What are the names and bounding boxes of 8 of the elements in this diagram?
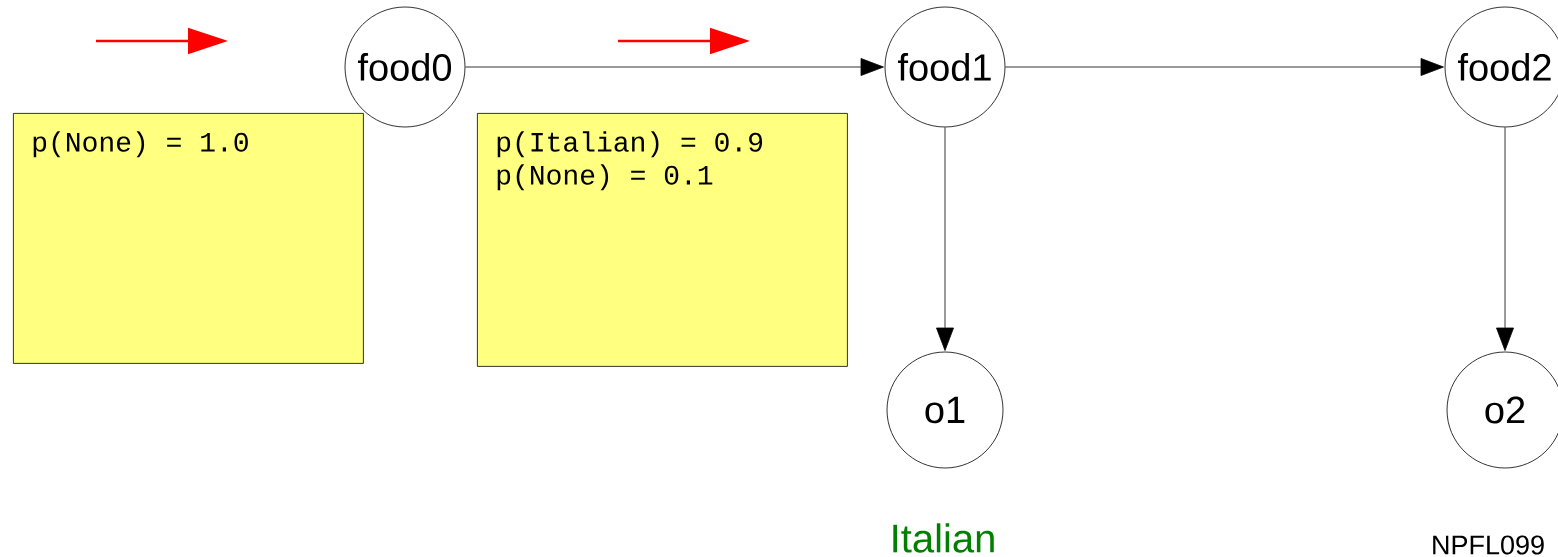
probability-note: p(None) = 1.0 [13, 113, 364, 364]
probability-note: p(Italian) = 0.9 p(None) = 0.1 [477, 113, 848, 367]
arrow [1496, 127, 1514, 351]
course-code: NPFL099 [1433, 535, 1544, 555]
arrow [936, 127, 954, 351]
arrow [1005, 58, 1444, 76]
arrow [465, 58, 884, 76]
italic-label: Italian [893, 523, 994, 553]
